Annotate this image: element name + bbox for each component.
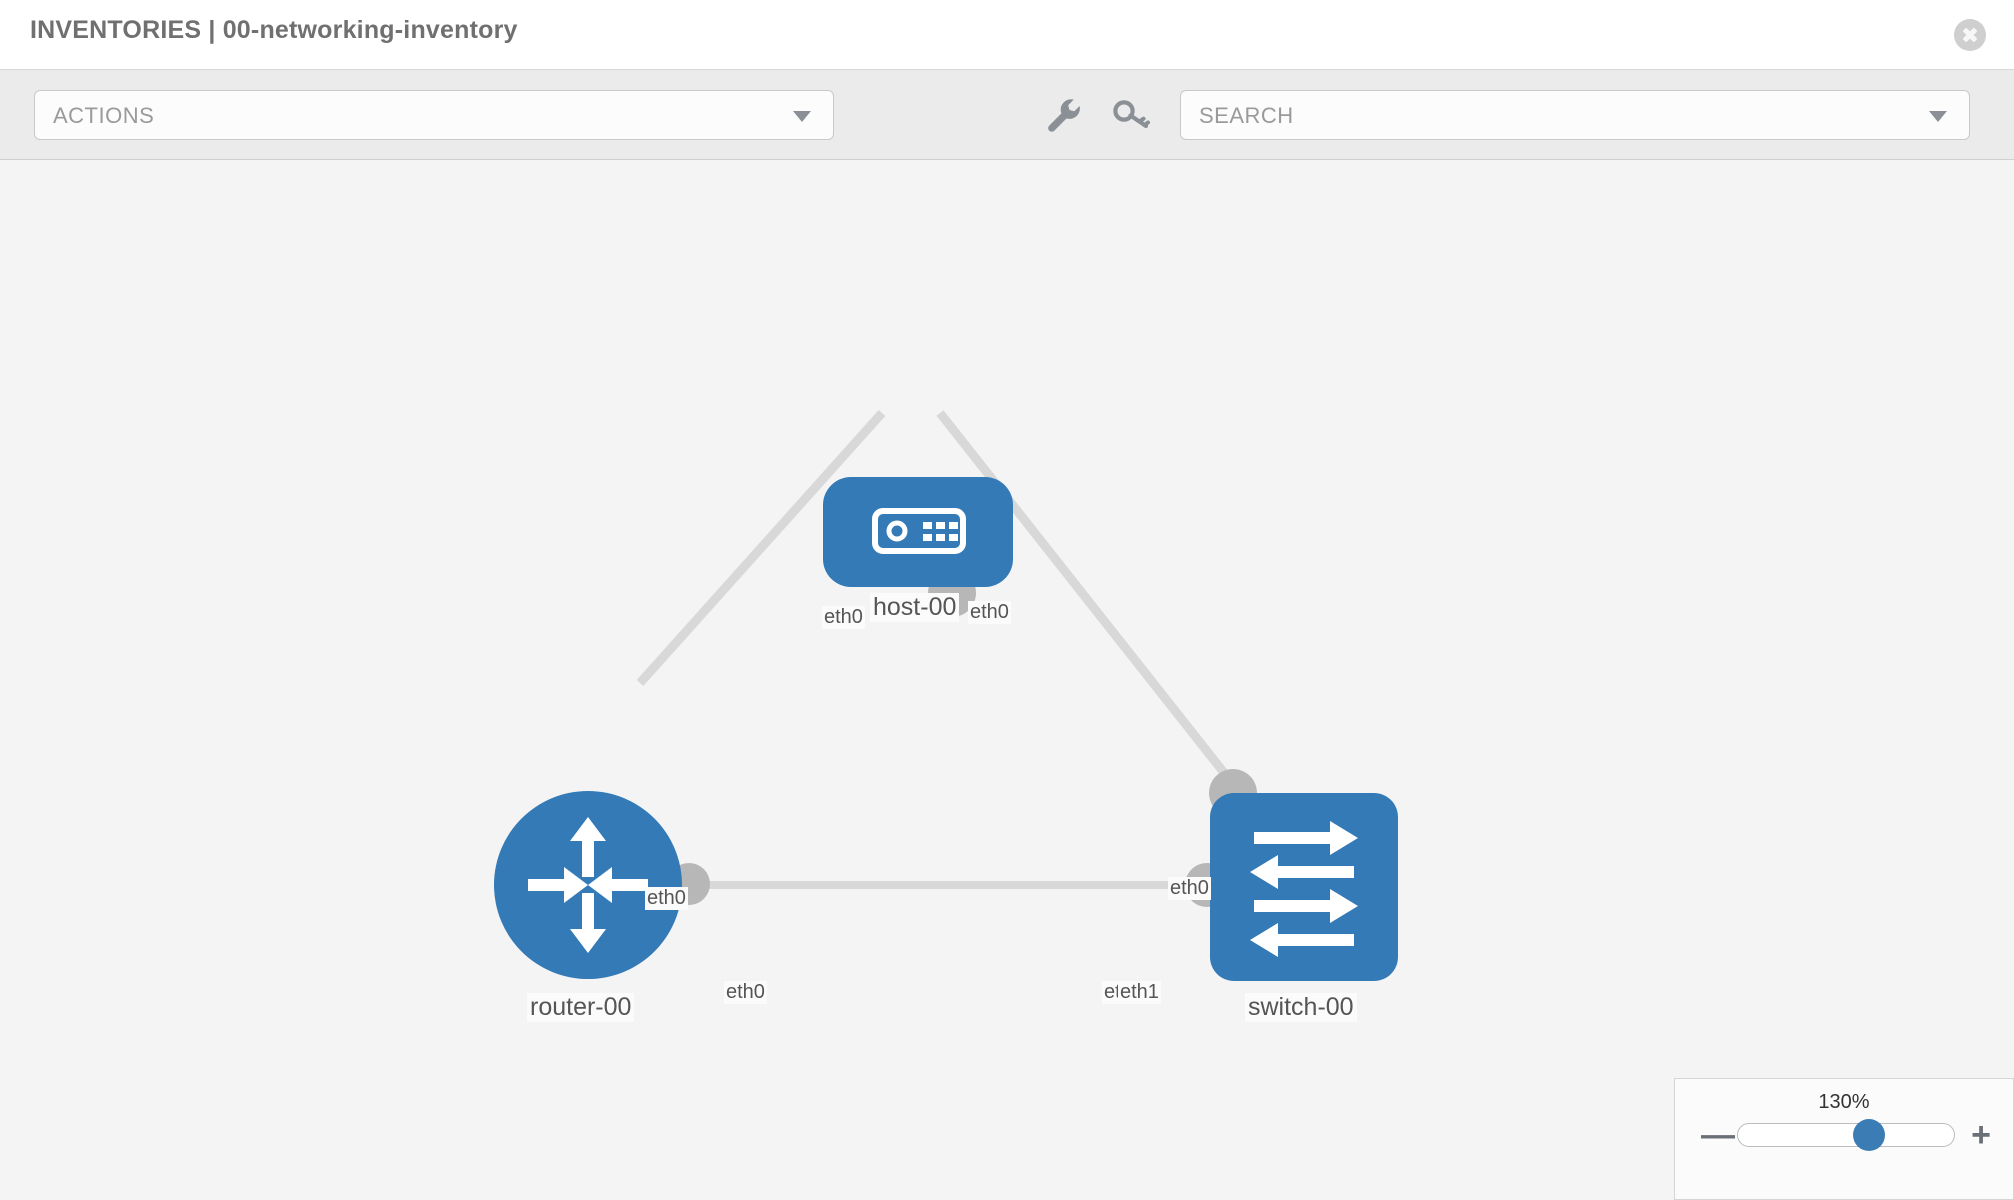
edge-label-router-switch-far-b: eth1: [1118, 981, 1161, 1004]
page-title: INVENTORIES | 00-networking-inventory: [30, 16, 518, 44]
edge-label-host-switch-near: eth0: [968, 601, 1011, 624]
edge-host-switch[interactable]: [936, 410, 1244, 796]
zoom-slider-track[interactable]: [1737, 1119, 1955, 1151]
zoom-out-button[interactable]: —: [1701, 1116, 1735, 1154]
chevron-down-icon: [1929, 111, 1947, 122]
zoom-slider-handle[interactable]: [1853, 1119, 1886, 1151]
key-icon[interactable]: [1108, 92, 1154, 138]
close-icon[interactable]: [1954, 19, 1986, 51]
search-placeholder: SEARCH: [1199, 103, 1294, 128]
edge-label-router-switch-near: eth0: [724, 981, 767, 1004]
page-header: INVENTORIES | 00-networking-inventory: [0, 0, 2014, 70]
zoom-control-panel: 130% — +: [1674, 1078, 2014, 1200]
chevron-down-icon: [793, 111, 811, 122]
node-host-00-shape[interactable]: [823, 477, 1013, 587]
actions-dropdown-label: ACTIONS: [53, 103, 155, 128]
actions-dropdown[interactable]: ACTIONS: [34, 90, 834, 140]
wrench-icon[interactable]: [1040, 92, 1086, 138]
node-host-00-label: host-00: [870, 593, 960, 622]
zoom-in-button[interactable]: +: [1971, 1116, 1991, 1154]
node-switch-00-shape[interactable]: [1210, 793, 1398, 981]
node-router-00-label: router-00: [527, 993, 635, 1022]
node-switch-00-label: switch-00: [1245, 993, 1357, 1022]
search-input[interactable]: SEARCH: [1180, 90, 1970, 140]
zoom-level-value: 130%: [1818, 1091, 1870, 1113]
topology-links: [636, 409, 1244, 889]
edge-label-host-switch-far: eth0: [1168, 877, 1211, 900]
node-router-00-shape[interactable]: [494, 791, 682, 979]
toolbar: ACTIONS SEARCH: [0, 70, 2014, 160]
edge-label-host-router-near: eth0: [822, 606, 865, 629]
edge-host-router[interactable]: [636, 409, 886, 687]
topology-canvas[interactable]: host-00: [0, 161, 2014, 1200]
edge-label-host-router-far: eth0: [645, 887, 688, 910]
